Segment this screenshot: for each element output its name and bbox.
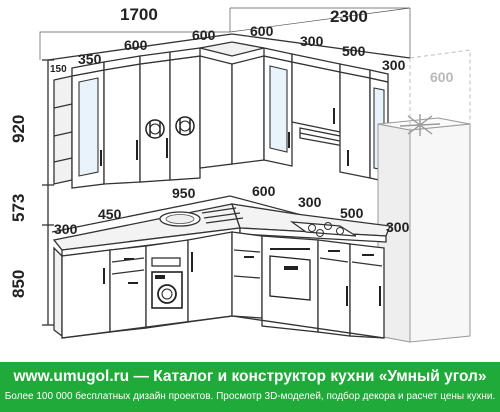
dim-height-850: 850 [9,270,28,298]
washer-icon [151,271,183,309]
banner-catalog-text: Каталог и конструктор кухни «Умный угол» [153,368,487,385]
dim-base-600: 600 [252,183,276,199]
dim-base-300r: 300 [298,194,322,210]
banner-dash: — [133,368,149,385]
dim-height-573: 573 [9,194,28,222]
dim-top-left: 1700 [120,5,158,24]
fridge [377,49,471,343]
banner-headline: www.umugol.ru — Каталог и конструктор ку… [0,368,500,386]
dim-corner-600: 600 [192,27,216,43]
dim-base-450: 450 [98,206,122,222]
upper-cabinets-right [263,47,389,183]
dim-fridge-600: 600 [430,69,454,85]
dim-right-300: 300 [300,33,324,49]
dim-base-300: 300 [54,221,78,237]
sink [159,207,244,227]
dim-top-right: 2300 [330,7,368,26]
dim-upper-150: 150 [50,64,67,75]
dim-base-500: 500 [340,205,364,221]
base-cabinets [53,231,385,339]
countertops [52,203,391,257]
plate-fork-knife-icon [175,116,195,136]
dim-right-600: 600 [250,23,274,39]
room-guides [39,7,411,60]
kitchen-drawing: 1700 2300 150 350 600 600 600 300 500 30… [9,5,471,343]
dim-upper-600: 600 [124,37,148,53]
snowflake-icon [399,114,441,136]
cooktop [289,221,357,237]
dim-upper-350: 350 [78,51,102,67]
dim-right-500: 500 [342,43,366,59]
plate-fork-knife-icon [145,119,165,139]
dim-right-300b: 300 [382,57,406,73]
upper-cabinets-left [53,41,265,189]
dimension-labels: 1700 2300 150 350 600 600 600 300 500 30… [9,5,454,298]
banner-site-link[interactable]: www.umugol.ru [13,368,130,385]
banner-subtitle: Более 100 000 бесплатных дизайн проектов… [4,391,496,402]
dim-base-300b: 300 [386,219,410,235]
dim-height-920: 920 [9,115,28,143]
dim-base-950: 950 [172,185,196,201]
promo-banner[interactable]: www.umugol.ru — Каталог и конструктор ку… [0,362,500,412]
